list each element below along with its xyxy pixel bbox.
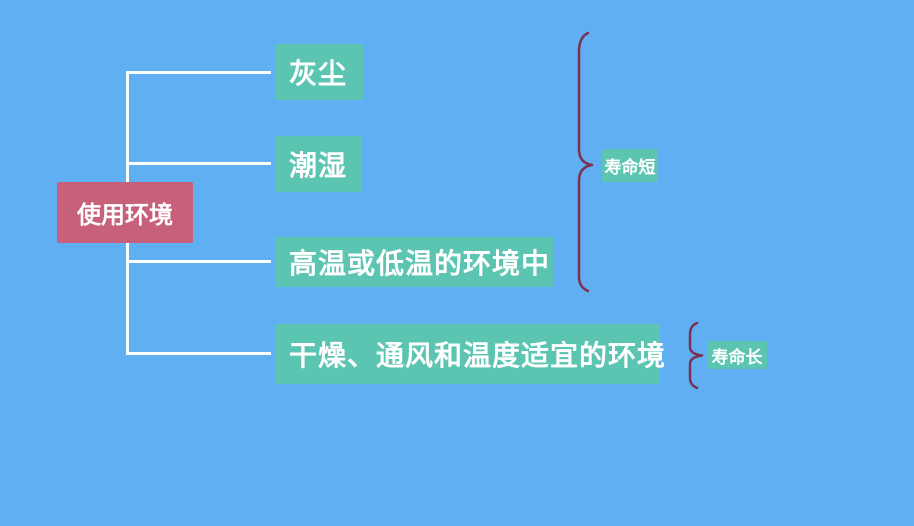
summary-node-label: 寿命短 bbox=[604, 158, 656, 178]
child-node-dust[interactable]: 灰尘 bbox=[275, 44, 363, 100]
summary-node-long-life[interactable]: 寿命长 bbox=[707, 341, 767, 369]
root-node-label: 使用环境 bbox=[77, 201, 173, 229]
connector-line-dust bbox=[126, 71, 271, 74]
connector-line-suitable-environment bbox=[126, 352, 271, 355]
summary-node-label: 寿命长 bbox=[711, 347, 763, 368]
child-node-extreme-temperature[interactable]: 高温或低温的环境中 bbox=[275, 237, 553, 287]
curly-brace-long-life bbox=[688, 321, 704, 390]
child-node-label: 干燥、通风和温度适宜的环境 bbox=[289, 339, 667, 372]
summary-node-short-life[interactable]: 寿命短 bbox=[602, 149, 658, 182]
child-node-label: 灰尘 bbox=[289, 57, 348, 90]
child-node-label: 潮湿 bbox=[289, 149, 348, 182]
root-node-usage-environment[interactable]: 使用环境 bbox=[57, 182, 193, 243]
child-node-suitable-environment[interactable]: 干燥、通风和温度适宜的环境 bbox=[275, 324, 665, 384]
child-node-label: 高温或低温的环境中 bbox=[289, 247, 551, 280]
connector-line-damp bbox=[126, 162, 271, 165]
connector-line-extreme-temperature bbox=[126, 260, 271, 263]
child-node-damp[interactable]: 潮湿 bbox=[275, 136, 362, 192]
curly-brace-short-life bbox=[577, 31, 594, 293]
